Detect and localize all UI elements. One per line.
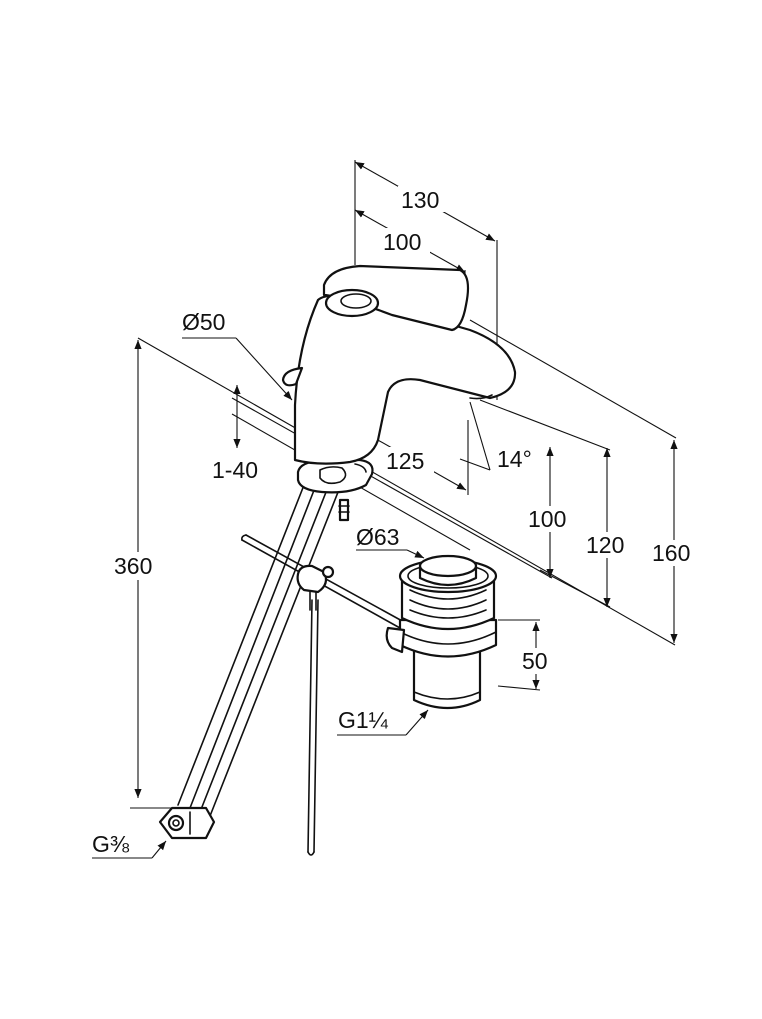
supply-hoses [177, 479, 343, 856]
label-waste-height: 50 [522, 648, 548, 674]
dim-g114-leader [405, 709, 429, 736]
label-body-diameter: Ø50 [182, 309, 225, 335]
label-width-overall: 130 [401, 187, 439, 213]
label-spout-angle: 14° [497, 446, 532, 472]
dim-diameter-63-leader [406, 549, 425, 559]
label-waste-thread: G1¼ [338, 707, 389, 733]
label-waste-diameter: Ø63 [356, 524, 399, 550]
faucet-body [281, 264, 517, 522]
dim-diameter-50-leader [235, 337, 293, 401]
label-spout-reach: 125 [386, 448, 424, 474]
label-height-spout: 100 [528, 506, 566, 532]
popup-waste [385, 554, 498, 710]
label-height-total: 160 [652, 540, 690, 566]
label-hose-thread: G⅜ [92, 831, 130, 857]
dim-g38-leader [151, 840, 167, 859]
label-hose-length: 360 [114, 553, 152, 579]
label-width-lever: 100 [383, 229, 421, 255]
hose-fitting-connector [158, 806, 216, 840]
label-height-outlet: 120 [586, 532, 624, 558]
rod-clamp [296, 564, 335, 611]
dimension-lines [92, 160, 678, 859]
label-deck-thickness: 1-40 [212, 457, 258, 483]
dimension-labels: 130 100 Ø50 125 14° 1-40 360 Ø63 100 120… [92, 186, 700, 857]
